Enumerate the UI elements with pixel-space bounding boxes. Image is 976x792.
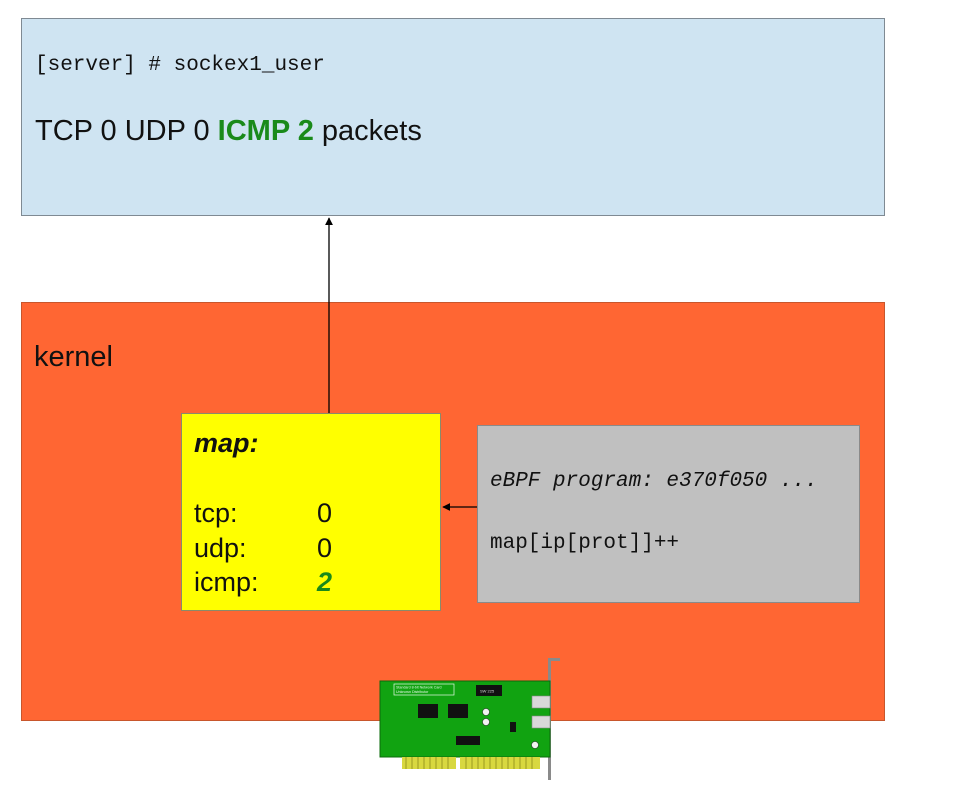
output-highlight: ICMP 2: [217, 115, 314, 147]
map-key-udp: udp:: [194, 533, 247, 563]
user-command: [server] # sockex1_user: [35, 54, 325, 77]
kernel-label: kernel: [34, 341, 113, 373]
user-space-box: [server] # sockex1_user TCP 0 UDP 0 ICMP…: [21, 18, 885, 216]
map-title: map:: [194, 428, 259, 458]
program-header: eBPF program: e370f050 ...: [490, 470, 818, 493]
map-key-icmp: icmp:: [194, 567, 259, 597]
map-value-tcp: 0: [317, 498, 333, 528]
map-key-tcp: tcp:: [194, 498, 238, 528]
map-value-icmp: 2: [317, 567, 333, 597]
map-value-udp: 0: [317, 533, 333, 563]
network-card-icon: Standard 8-bit Network Card Unknown Dist…: [379, 658, 560, 780]
output-prefix: TCP 0 UDP 0: [35, 115, 218, 147]
nic-label-1: Standard 8-bit Network Card: [396, 686, 442, 690]
output-suffix: packets: [313, 115, 422, 147]
user-output: TCP 0 UDP 0 ICMP 2 packets: [35, 115, 422, 148]
nic-label-2: Unknown Distributor: [396, 690, 429, 694]
nic-switch-label: SW 225: [480, 689, 495, 694]
map-box: map: tcp: 0 udp: 0 icmp: 2: [181, 413, 441, 611]
ebpf-program-box: eBPF program: e370f050 ... map[ip[prot]]…: [477, 425, 860, 603]
program-code: map[ip[prot]]++: [490, 532, 680, 555]
